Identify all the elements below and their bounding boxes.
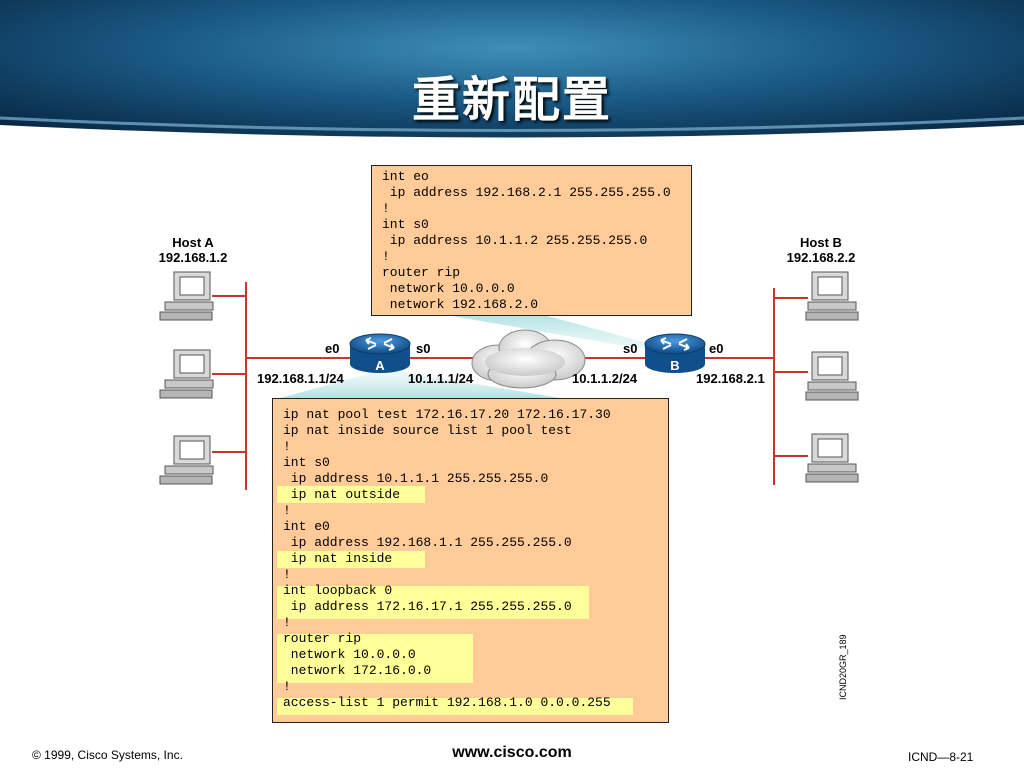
router-b-s0-ip: 10.1.1.2/24 (572, 371, 638, 386)
router-a-config-box: ip nat pool test 172.16.17.20 172.16.17.… (272, 398, 669, 723)
highlight-router-rip (277, 634, 473, 683)
router-b-s0-label: s0 (623, 341, 638, 356)
config-line: int eo (382, 169, 429, 184)
host-a-pc-1-icon (159, 271, 214, 321)
footer-copyright: © 1999, Cisco Systems, Inc. (32, 748, 183, 762)
config-line: ip address 172.16.17.1 255.255.255.0 (283, 599, 572, 614)
callout-wedge-router-a (280, 372, 560, 398)
router-a-e0-label: e0 (325, 341, 340, 356)
footer-url[interactable]: www.cisco.com (452, 744, 572, 761)
config-line: ip address 10.1.1.2 255.255.255.0 (382, 233, 648, 248)
config-line: ! (283, 615, 291, 630)
router-a-s0-ip: 10.1.1.1/24 (408, 371, 474, 386)
highlight-ip-nat-inside (277, 551, 425, 568)
config-line: ip address 10.1.1.1 255.255.255.0 (283, 471, 549, 486)
host-b-pc-2-icon (805, 351, 859, 401)
highlight-ip-nat-outside (277, 486, 425, 503)
config-line: network 10.0.0.0 (382, 281, 515, 296)
config-line: router rip (382, 265, 461, 280)
config-line: int s0 (382, 217, 429, 232)
config-line: ip nat inside source list 1 pool test (283, 423, 572, 438)
config-line: ! (283, 503, 291, 518)
callout-wedge-router-b (440, 314, 680, 352)
host-b-pc-1-icon (805, 271, 859, 321)
wan-cloud (471, 329, 586, 389)
config-line: int e0 (283, 519, 330, 534)
config-line: network 172.16.0.0 (283, 663, 432, 678)
page-title: 重新配置 (411, 72, 612, 128)
figure-id: ICND20GR_189 (838, 634, 848, 700)
config-line: ip address 192.168.1.1 255.255.255.0 (283, 535, 572, 550)
config-line: int loopback 0 (283, 583, 393, 598)
host-a-pc-3-icon (159, 435, 214, 485)
router-b-label: B (670, 358, 680, 373)
config-line: ip nat outside (283, 487, 401, 502)
config-line: access-list 1 permit 192.168.1.0 0.0.0.2… (283, 695, 611, 710)
router-b-icon (644, 333, 706, 373)
router-b-config-box: int eo ip address 192.168.2.1 255.255.25… (371, 165, 692, 316)
router-a-e0-ip: 192.168.1.1/24 (257, 371, 344, 386)
config-line: router rip (283, 631, 362, 646)
config-line: network 10.0.0.0 (283, 647, 416, 662)
header-banner (0, 0, 1024, 160)
host-a-pc-2-icon (159, 349, 214, 399)
router-b-e0-label: e0 (709, 341, 724, 356)
router-a-icon (349, 333, 411, 373)
config-line: ip address 192.168.2.1 255.255.255.0 (382, 185, 671, 200)
footer-page-number: ICND—8-21 (908, 750, 974, 764)
highlight-loopback (277, 586, 589, 619)
config-line: ! (382, 201, 390, 216)
highlight-access-list (277, 698, 633, 715)
host-b-ip: 192.168.2.2 (786, 250, 856, 265)
config-line: ! (283, 567, 291, 582)
config-line: ip nat inside (283, 551, 393, 566)
host-b-pc-3-icon (805, 433, 859, 483)
host-a-ip: 192.168.1.2 (158, 250, 228, 265)
config-line: network 192.168.2.0 (382, 297, 539, 312)
config-line: ! (283, 679, 291, 694)
host-b-name: Host B (800, 235, 842, 250)
config-line: int s0 (283, 455, 330, 470)
config-line: ! (382, 249, 390, 264)
config-line: ip nat pool test 172.16.17.20 172.16.17.… (283, 407, 611, 422)
host-a-name: Host A (172, 235, 214, 250)
config-line: ! (283, 439, 291, 454)
router-b-e0-ip: 192.168.2.1 (696, 371, 765, 386)
router-a-s0-label: s0 (416, 341, 431, 356)
router-a-config-lines: ip nat pool test 172.16.17.20 172.16.17.… (283, 407, 611, 711)
router-a-label: A (375, 358, 385, 373)
